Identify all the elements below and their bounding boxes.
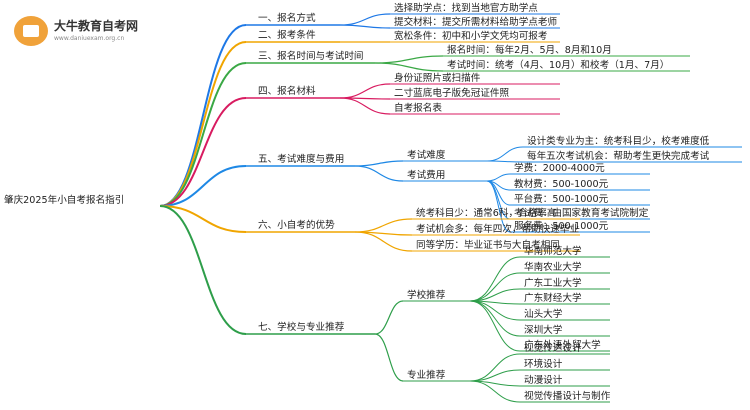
leaf-connector bbox=[469, 272, 521, 302]
branch-connector bbox=[159, 165, 247, 207]
child-connector bbox=[339, 97, 391, 115]
logo: 大牛教育自考网 www.daniuexam.org.cn bbox=[14, 14, 174, 50]
leaf-label: 广东工业大学 bbox=[524, 277, 582, 289]
child-connector bbox=[354, 165, 404, 182]
leaf-label: 广东外语外贸大学 bbox=[524, 339, 601, 351]
branch-connector bbox=[159, 62, 247, 207]
child-connector bbox=[374, 55, 444, 64]
leaf-connector bbox=[469, 300, 521, 337]
child-connector bbox=[374, 300, 404, 335]
branch-4-label: 四、报名材料 bbox=[258, 85, 316, 97]
leaf-label: 视觉传达设计 bbox=[524, 342, 582, 354]
leaf-connector bbox=[486, 160, 524, 163]
child-connector bbox=[339, 24, 391, 29]
leaf-connector bbox=[469, 369, 521, 382]
branch-connector bbox=[159, 41, 247, 207]
root-label: 肇庆2025年小自考报名指引 bbox=[4, 194, 124, 206]
leaf-label: 考试机会多：每年四次，帮助快速毕业 bbox=[416, 223, 579, 235]
branch-7-label: 七、学校与专业推荐 bbox=[258, 321, 345, 333]
leaf-connector bbox=[469, 300, 521, 352]
branch-connector bbox=[159, 205, 247, 335]
branch-6-label: 六、小自考的优势 bbox=[258, 219, 335, 231]
sub-branch-label: 专业推荐 bbox=[407, 369, 446, 381]
leaf-label: 服务费：500-1000元 bbox=[514, 220, 609, 232]
leaf-label: 考试费：由国家教育考试院制定 bbox=[514, 207, 649, 219]
child-connector bbox=[339, 13, 391, 26]
child-connector bbox=[339, 83, 391, 99]
leaf-label: 考试时间：统考（4月、10月）和校考（1月、7月） bbox=[447, 59, 669, 71]
branch-connector bbox=[159, 205, 247, 233]
leaf-connector bbox=[469, 380, 521, 403]
sub-branch-label: 考试难度 bbox=[407, 149, 446, 161]
leaf-label: 自考报名表 bbox=[394, 102, 442, 114]
leaf-label: 华南师范大学 bbox=[524, 245, 582, 257]
leaf-label: 身份证照片或扫描件 bbox=[394, 72, 481, 84]
leaf-connector bbox=[486, 173, 511, 182]
leaf-connector bbox=[486, 146, 524, 162]
leaf-label: 动漫设计 bbox=[524, 374, 563, 386]
leaf-label: 汕头大学 bbox=[524, 308, 563, 320]
sub-branch-label: 学校推荐 bbox=[407, 289, 446, 301]
branch-5-label: 五、考试难度与费用 bbox=[258, 153, 344, 165]
leaf-label: 每年五次考试机会：帮助考生更快完成考试 bbox=[527, 150, 710, 162]
logo-badge-icon bbox=[14, 16, 48, 46]
leaf-label: 平台费：500-1000元 bbox=[514, 193, 609, 205]
leaf-label: 报名时间：每年2月、5月、8月和10月 bbox=[447, 44, 612, 56]
logo-brand: 大牛教育自考网 bbox=[54, 19, 139, 33]
child-connector bbox=[374, 62, 444, 72]
leaf-label: 提交材料：提交所需材料给助学点老师 bbox=[394, 16, 557, 28]
branch-3-label: 三、报名时间与考试时间 bbox=[258, 50, 364, 62]
child-connector bbox=[374, 333, 404, 382]
leaf-label: 设计类专业为主：统考科目少，校考难度低 bbox=[527, 135, 710, 147]
branch-2-label: 二、报考条件 bbox=[258, 29, 316, 41]
leaf-connector bbox=[486, 180, 511, 233]
leaf-label: 环境设计 bbox=[524, 358, 563, 370]
branch-1-label: 一、报名方式 bbox=[258, 12, 316, 24]
branch-connector bbox=[159, 97, 247, 207]
leaf-label: 统考科目少：通常6科，合格率高 bbox=[416, 207, 556, 219]
logo-domain: www.daniuexam.org.cn bbox=[54, 35, 125, 42]
branch-connector bbox=[159, 24, 247, 207]
child-connector bbox=[354, 231, 413, 252]
leaf-label: 二寸蓝底电子版免冠证件照 bbox=[394, 87, 510, 99]
child-connector bbox=[354, 218, 413, 233]
sub-branch-label: 考试费用 bbox=[407, 169, 445, 181]
leaf-label: 华南农业大学 bbox=[524, 261, 582, 273]
leaf-label: 选择助学点：找到当地官方助学点 bbox=[394, 2, 538, 14]
leaf-label: 深圳大学 bbox=[524, 324, 563, 336]
leaf-label: 广东财经大学 bbox=[524, 292, 582, 304]
leaf-label: 学费：2000-4000元 bbox=[514, 162, 605, 174]
leaf-connector bbox=[469, 353, 521, 382]
leaf-connector bbox=[469, 256, 521, 302]
child-connector bbox=[354, 160, 404, 167]
leaf-label: 教材费：500-1000元 bbox=[514, 178, 609, 190]
leaf-label: 视觉传播设计与制作 bbox=[524, 390, 611, 402]
leaf-label: 同等学历：毕业证书与大自考相同 bbox=[416, 239, 560, 251]
leaf-label: 宽松条件：初中和小学文凭均可报考 bbox=[394, 30, 548, 42]
